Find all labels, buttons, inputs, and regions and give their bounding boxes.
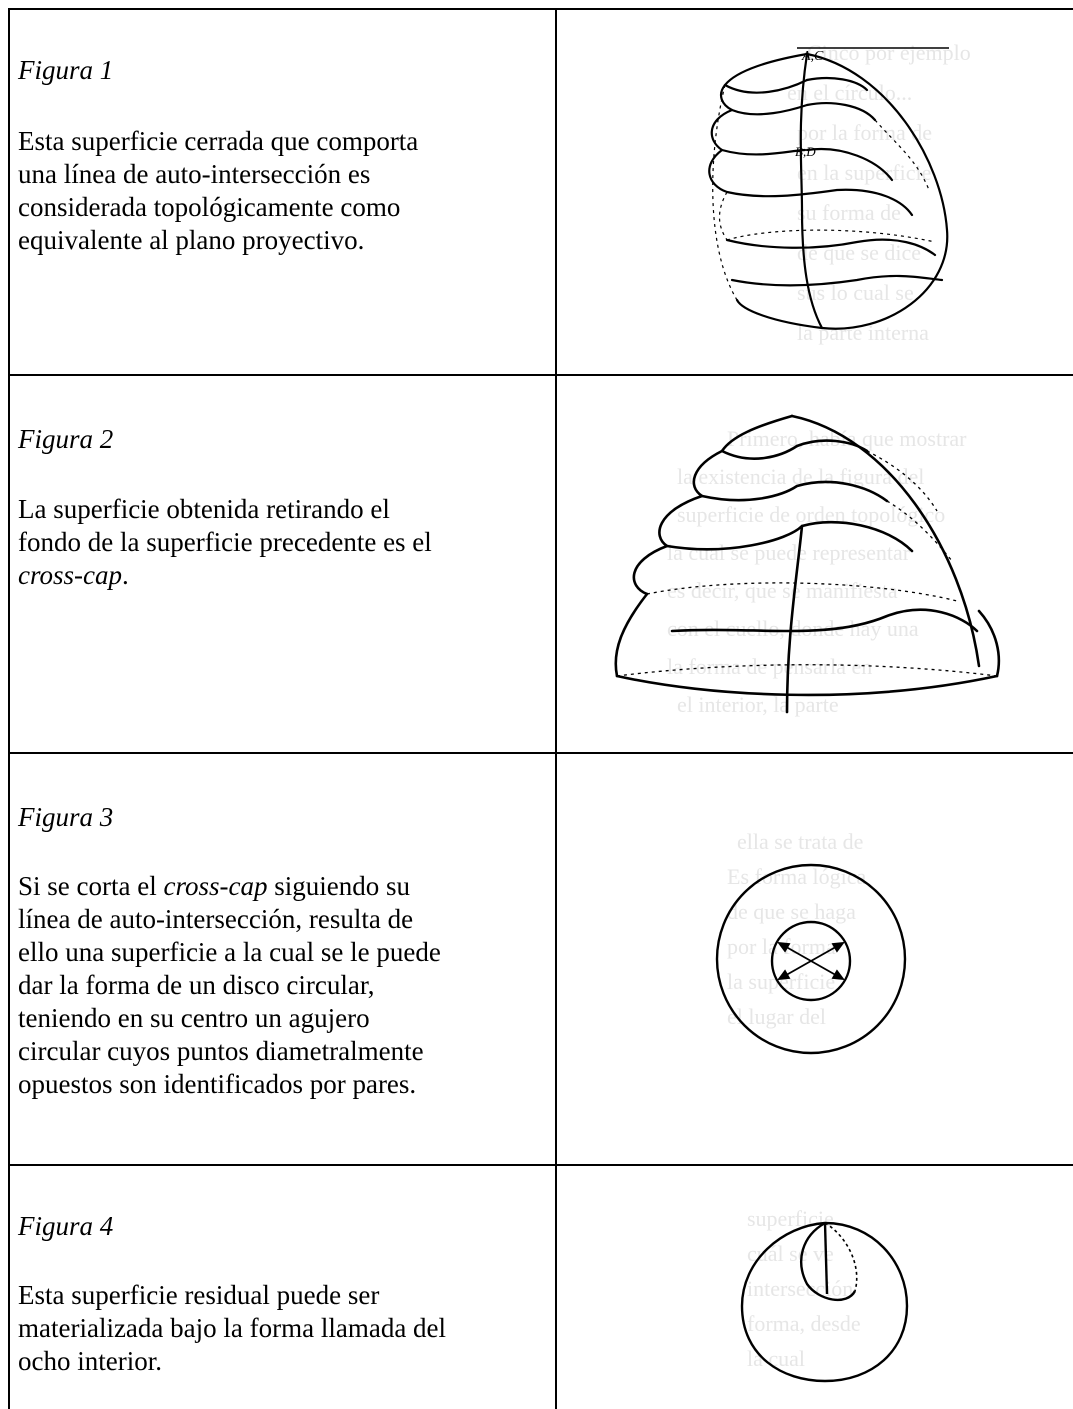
svg-text:la forma de pensarla en: la forma de pensarla en bbox=[667, 654, 872, 679]
body-line: circular cuyos puntos diametralmente bbox=[18, 1036, 424, 1066]
figure-table: Figura 1 Esta superficie cerrada que com… bbox=[8, 8, 1073, 1409]
body-line: Si se corta el bbox=[18, 871, 164, 901]
svg-text:superficie: superficie bbox=[747, 1206, 834, 1231]
figure-3-body: Si se corta el cross-cap siguiendo su lí… bbox=[18, 870, 543, 1101]
svg-text:cuál se ve: cuál se ve bbox=[747, 1241, 834, 1266]
body-line: teniendo en su centro un agujero bbox=[18, 1003, 370, 1033]
image-cell-4: superficie cuál se ve intersección forma… bbox=[557, 1166, 1073, 1409]
figure-3-title: Figura 3 bbox=[18, 802, 114, 832]
image-cell-2: Primero, había que mostrar la existencia… bbox=[557, 376, 1073, 752]
svg-text:intersección: intersección bbox=[747, 1276, 853, 1301]
figure-2-body: La superficie obtenida retirando el fond… bbox=[18, 493, 543, 592]
column-divider bbox=[555, 754, 557, 1164]
table-row-4: Figura 4 Esta superficie residual puede … bbox=[8, 1164, 1073, 1409]
figure-1-body: Esta superficie cerrada que comporta una… bbox=[18, 125, 543, 257]
svg-text:por la forma de: por la forma de bbox=[797, 120, 932, 145]
figure-2-title: Figura 2 bbox=[18, 424, 114, 454]
svg-text:en la superficie: en la superficie bbox=[797, 160, 931, 185]
body-line: opuestos son identificados por pares. bbox=[18, 1069, 417, 1099]
body-line: línea de auto-intersección, resulta de bbox=[18, 904, 414, 934]
svg-text:es decir, que se manifiesta: es decir, que se manifiesta bbox=[667, 578, 898, 603]
body-line: dar la forma de un disco circular, bbox=[18, 970, 375, 1000]
svg-text:el lugar del: el lugar del bbox=[727, 1004, 826, 1029]
image-cell-1: Cinco por ejemplo en el círculo... por l… bbox=[557, 10, 1073, 374]
cross-cap-term: cross-cap bbox=[18, 560, 122, 590]
svg-text:Es forma lógica: Es forma lógica bbox=[727, 864, 867, 889]
svg-text:en el círculo...: en el círculo... bbox=[787, 80, 912, 105]
svg-text:de que se dice: de que se dice bbox=[797, 240, 921, 265]
figure-1-title: Figura 1 bbox=[18, 55, 114, 85]
body-line: La superficie obtenida retirando el bbox=[18, 494, 390, 524]
svg-text:forma, desde: forma, desde bbox=[747, 1311, 861, 1336]
image-cell-3: ella se trata de Es forma lógica de que … bbox=[557, 754, 1073, 1164]
svg-text:con el cuello, donde hay una: con el cuello, donde hay una bbox=[667, 616, 919, 641]
svg-text:Cinco por ejemplo: Cinco por ejemplo bbox=[807, 40, 971, 65]
body-line: ocho interior. bbox=[18, 1346, 162, 1376]
column-divider bbox=[555, 10, 557, 374]
svg-text:la parte interna: la parte interna bbox=[797, 320, 929, 345]
body-punct: . bbox=[121, 560, 129, 590]
cross-cap-term: cross-cap bbox=[163, 871, 268, 901]
table-row-2: Figura 2 La superficie obtenida retirand… bbox=[8, 374, 1073, 752]
column-divider bbox=[555, 376, 557, 752]
disk-with-hole-icon: ella se trata de Es forma lógica de que … bbox=[715, 829, 907, 1055]
column-divider bbox=[555, 1166, 557, 1409]
figure-4-title: Figura 4 bbox=[18, 1211, 114, 1241]
body-line: considerada topológicamente como bbox=[18, 192, 401, 222]
body-line: equivalente al plano proyectivo. bbox=[18, 225, 365, 255]
table-left-border bbox=[8, 8, 10, 1409]
body-line: siguiendo su bbox=[267, 871, 410, 901]
table-row-1: Figura 1 Esta superficie cerrada que com… bbox=[8, 8, 1073, 374]
body-line: ello una superficie a la cual se le pued… bbox=[18, 937, 441, 967]
body-line: materializada bajo la forma llamada del bbox=[18, 1313, 447, 1343]
interior-eight-icon: superficie cuál se ve intersección forma… bbox=[740, 1206, 909, 1383]
svg-text:de que se haga: de que se haga bbox=[727, 899, 856, 924]
body-line: Esta superficie cerrada que comporta bbox=[18, 126, 419, 156]
table-row-3: Figura 3 Si se corta el cross-cap siguie… bbox=[8, 752, 1073, 1164]
figure-4-body: Esta superficie residual puede ser mater… bbox=[18, 1279, 543, 1378]
svg-text:la superficie: la superficie bbox=[727, 969, 835, 994]
cross-cap-icon: Primero, había que mostrar la existencia… bbox=[614, 414, 1001, 717]
svg-text:ella se trata de: ella se trata de bbox=[737, 829, 863, 854]
body-line: fondo de la superficie precedente es el bbox=[18, 527, 432, 557]
body-line: una línea de auto-intersección es bbox=[18, 159, 371, 189]
self-intersecting-surface-icon: Cinco por ejemplo en el círculo... por l… bbox=[708, 40, 971, 345]
svg-text:su forma de: su forma de bbox=[797, 200, 901, 225]
svg-text:la cual se puede representar: la cual se puede representar bbox=[667, 540, 911, 565]
body-line: Esta superficie residual puede ser bbox=[18, 1280, 380, 1310]
